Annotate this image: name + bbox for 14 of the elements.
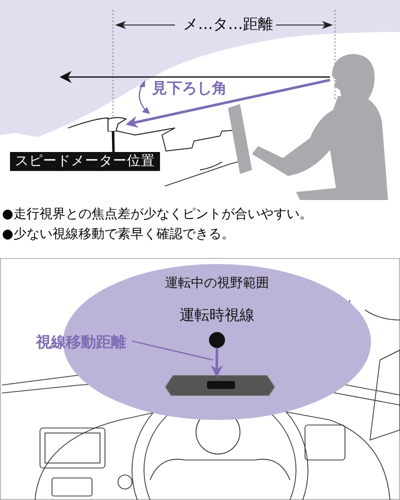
arrow: [210, 348, 223, 378]
arrow: [126, 78, 330, 128]
bullet-text: ●少ない視線移動で素早く確認できる。: [2, 226, 234, 243]
callout-label: 視線移動距離: [36, 333, 132, 351]
gaze-label: 運転時視線: [178, 306, 256, 325]
bullet-text: ●走行視界との焦点差が少なくピントが合いやすい。: [2, 206, 312, 223]
meter-display: [165, 375, 275, 396]
field-of-view-label: 運転中の視野範囲: [164, 275, 270, 292]
leader-line: [112, 131, 115, 152]
label-box: スピードメーター位置: [10, 152, 160, 171]
arrow: [60, 71, 330, 83]
angle-label: 見下ろし角: [152, 79, 227, 98]
leader-line: [132, 340, 214, 361]
meter-hood: [106, 116, 128, 132]
